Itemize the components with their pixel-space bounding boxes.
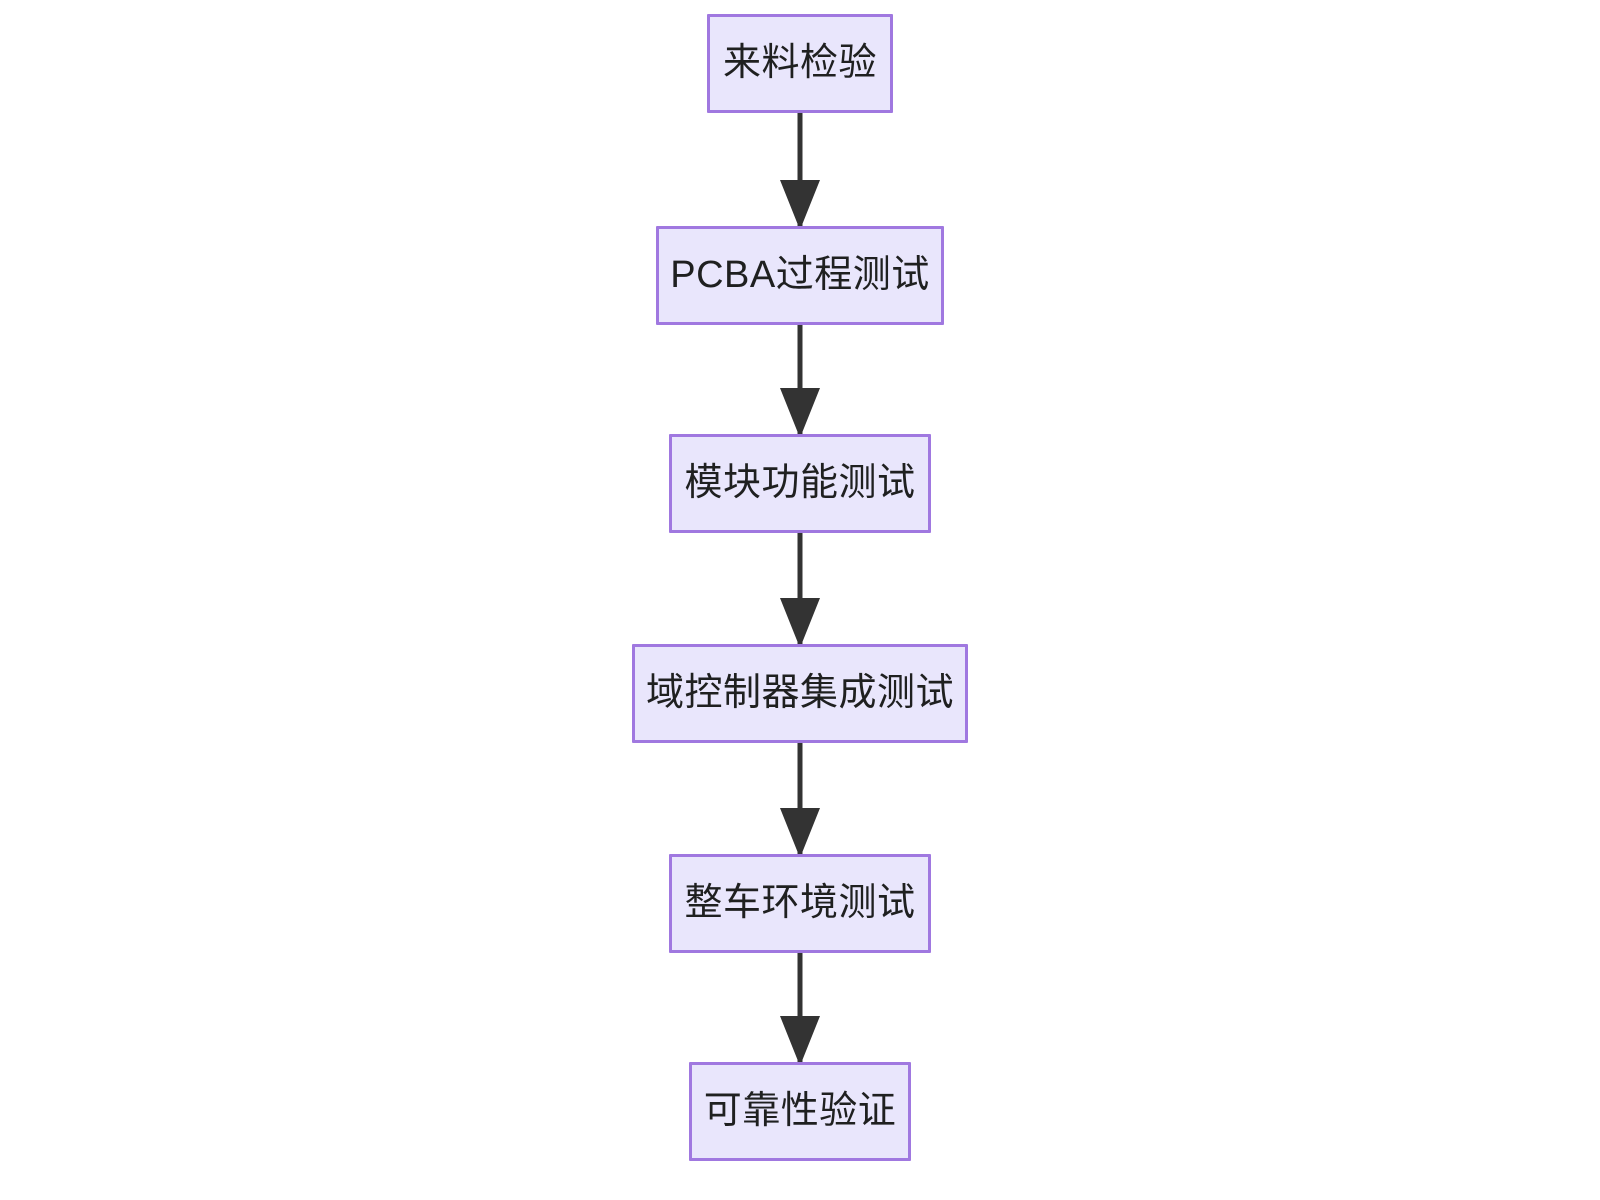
flow-node-label: 可靠性验证 [703, 1089, 897, 1132]
flow-node-n2[interactable]: PCBA过程测试 [656, 226, 944, 325]
flow-node-label: 整车环境测试 [684, 881, 916, 924]
flow-node-label: 模块功能测试 [684, 461, 916, 504]
flow-node-n4[interactable]: 域控制器集成测试 [632, 644, 968, 743]
flow-node-label: 域控制器集成测试 [645, 671, 954, 714]
flow-node-n3[interactable]: 模块功能测试 [669, 434, 931, 533]
flow-node-n6[interactable]: 可靠性验证 [689, 1062, 911, 1161]
flow-node-n5[interactable]: 整车环境测试 [669, 854, 931, 953]
flow-node-label: PCBA过程测试 [670, 253, 930, 296]
flow-node-n1[interactable]: 来料检验 [707, 14, 893, 113]
flow-node-label: 来料检验 [722, 41, 877, 84]
